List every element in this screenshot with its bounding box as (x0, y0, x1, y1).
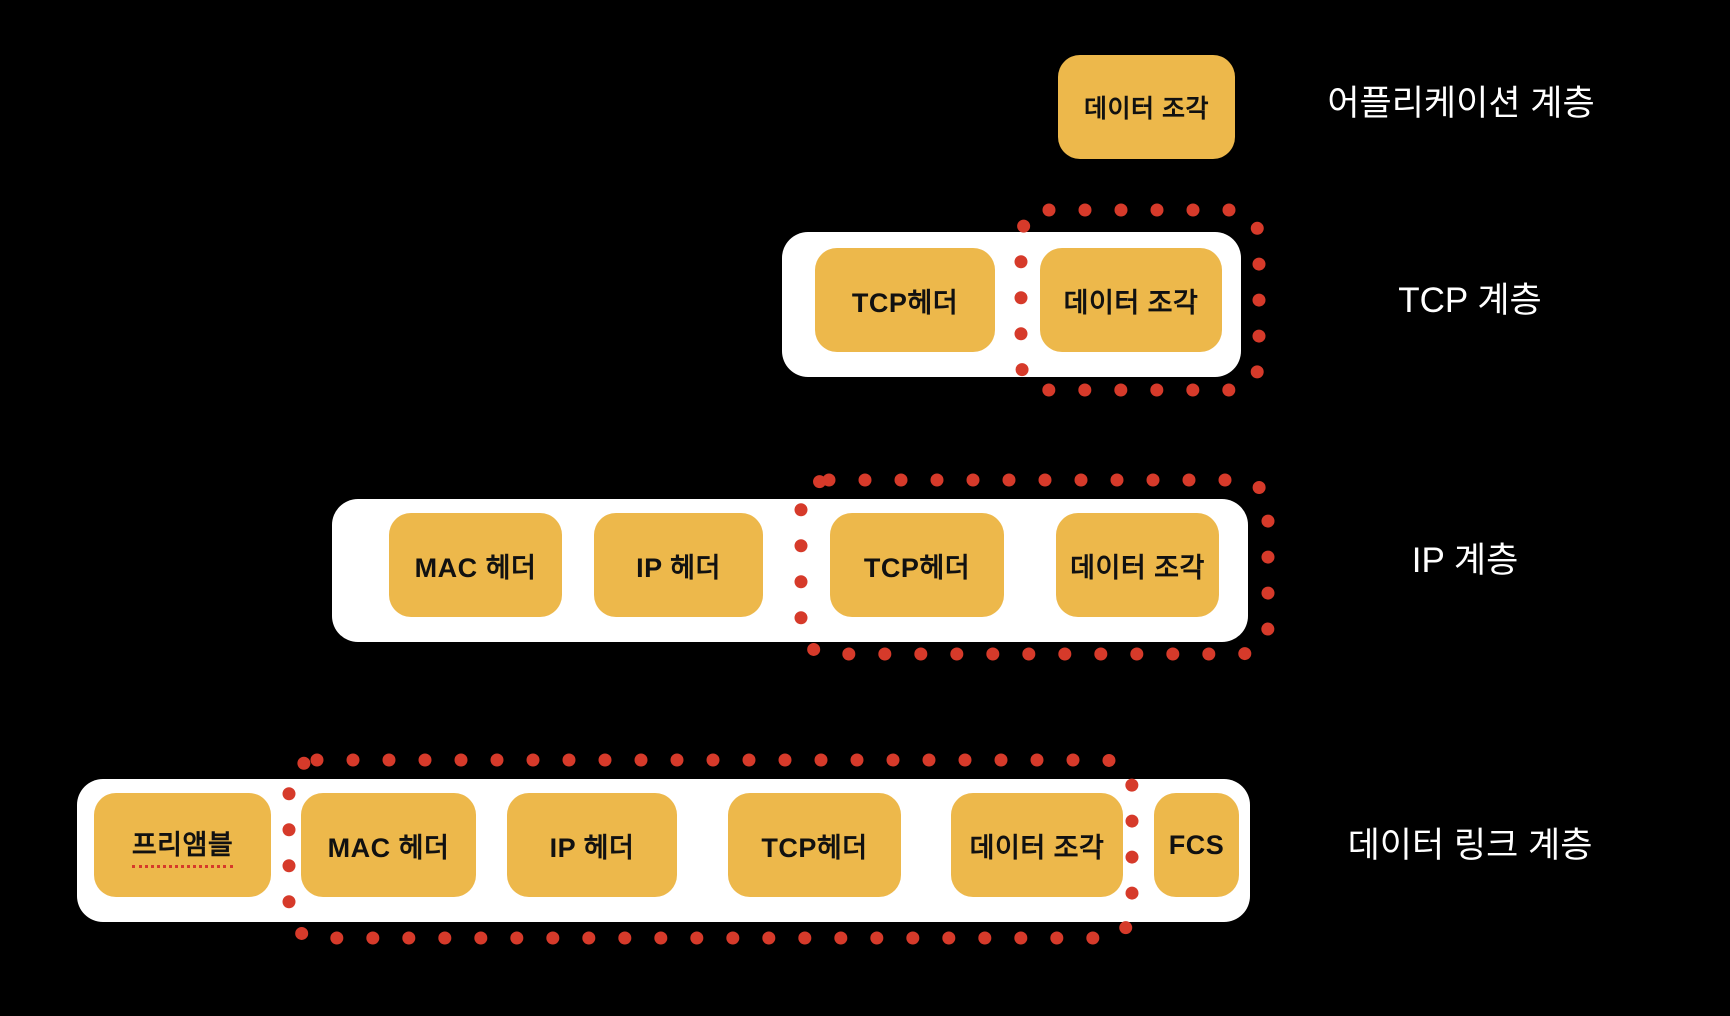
box-data-piece-datalink-layer: 데이터 조각 (951, 793, 1123, 897)
box-tcp-header-datalink-layer: TCP헤더 (728, 793, 901, 897)
layer-label-ip: IP 계층 (1411, 541, 1519, 580)
box-tcp-header-ip-layer: TCP헤더 (830, 513, 1004, 617)
box-data-piece-application: 데이터 조각 (1058, 55, 1235, 159)
box-preamble-datalink-layer: 프리앰블 (94, 793, 271, 897)
box-tcp-header-tcp-layer: TCP헤더 (815, 248, 995, 352)
box-data-piece-label: 데이터 조각 (1070, 552, 1205, 583)
box-fcs-datalink-layer: FCS (1154, 793, 1239, 897)
box-preamble-label: 프리앰블 (131, 823, 234, 868)
payload-dotted-outline-ip-layer (794, 473, 1275, 661)
box-data-piece-tcp-layer: 데이터 조각 (1040, 248, 1222, 352)
box-tcp-header-label: TCP헤더 (863, 552, 971, 583)
box-mac-header-ip-layer: MAC 헤더 (389, 513, 562, 617)
box-ip-header-ip-layer: IP 헤더 (594, 513, 763, 617)
box-mac-header-label: MAC 헤더 (327, 832, 450, 863)
box-data-piece-label: 데이터 조각 (1084, 95, 1209, 123)
box-data-piece-ip-layer: 데이터 조각 (1056, 513, 1219, 617)
payload-dotted-outline-tcp-layer (1014, 203, 1266, 397)
box-mac-header-datalink-layer: MAC 헤더 (301, 793, 476, 897)
box-tcp-header-label: TCP헤더 (761, 832, 868, 863)
layer-label-application: 어플리케이션 계층 (1327, 84, 1595, 123)
payload-dotted-outline-datalink-layer (282, 753, 1139, 945)
box-fcs-label: FCS (1168, 829, 1225, 860)
box-data-piece-label: 데이터 조각 (969, 832, 1105, 863)
box-tcp-header-label: TCP헤더 (851, 287, 959, 318)
box-ip-header-label: IP 헤더 (549, 832, 635, 863)
layer-label-tcp: TCP 계층 (1398, 281, 1542, 320)
box-data-piece-label: 데이터 조각 (1063, 287, 1199, 318)
box-ip-header-label: IP 헤더 (636, 552, 721, 583)
layer-label-datalink: 데이터 링크 계층 (1347, 826, 1593, 865)
box-ip-header-datalink-layer: IP 헤더 (507, 793, 677, 897)
box-mac-header-label: MAC 헤더 (414, 552, 537, 583)
